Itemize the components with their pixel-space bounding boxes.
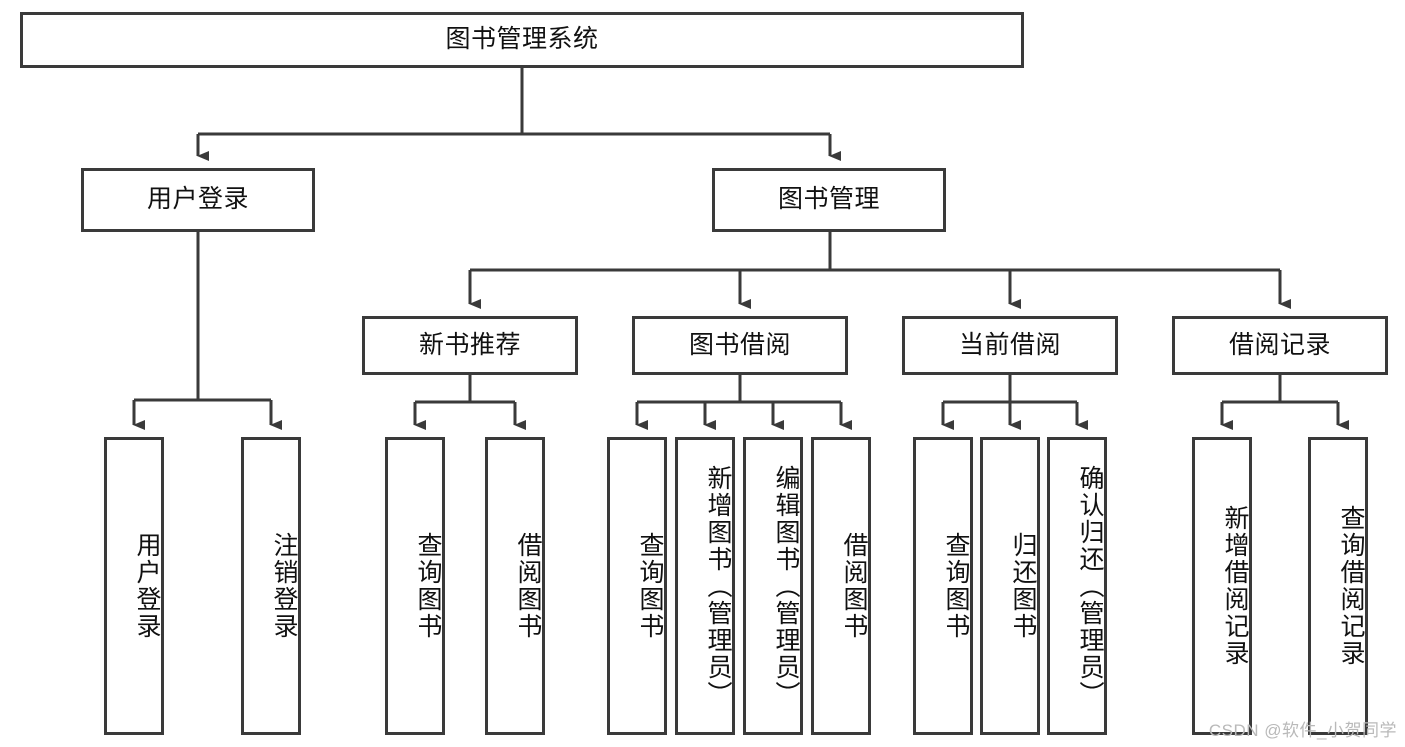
node-leaf-confirm-return-label: 确认归还（管理员）: [1076, 464, 1104, 708]
node-user-login-label: 用户登录: [146, 185, 249, 214]
node-leaf-confirm-return[interactable]: 确认归还（管理员）: [1047, 437, 1107, 735]
node-book-borrow[interactable]: 图书借阅: [632, 316, 848, 375]
node-leaf-edit-book-label: 编辑图书（管理员）: [772, 464, 800, 708]
node-leaf-query-book-3[interactable]: 查询图书: [913, 437, 973, 735]
node-book-borrow-label: 图书借阅: [688, 330, 791, 359]
node-leaf-add-book[interactable]: 新增图书（管理员）: [675, 437, 735, 735]
node-leaf-user-login-label: 用户登录: [133, 532, 161, 640]
node-leaf-query-book-2-label: 查询图书: [636, 532, 664, 640]
node-leaf-add-record[interactable]: 新增借阅记录: [1192, 437, 1252, 735]
node-leaf-add-record-label: 新增借阅记录: [1221, 505, 1249, 667]
node-leaf-logout[interactable]: 注销登录: [241, 437, 301, 735]
node-leaf-borrow-book-1-label: 借阅图书: [514, 532, 542, 640]
node-leaf-query-book-3-label: 查询图书: [942, 532, 970, 640]
node-leaf-borrow-book-2-label: 借阅图书: [840, 532, 868, 640]
node-leaf-user-login[interactable]: 用户登录: [104, 437, 164, 735]
node-new-book-recommend-label: 新书推荐: [418, 330, 521, 359]
node-leaf-borrow-book-2[interactable]: 借阅图书: [811, 437, 871, 735]
node-leaf-borrow-book-1[interactable]: 借阅图书: [485, 437, 545, 735]
node-leaf-add-book-label: 新增图书（管理员）: [704, 464, 732, 708]
node-borrow-record[interactable]: 借阅记录: [1172, 316, 1388, 375]
node-leaf-query-book-1[interactable]: 查询图书: [385, 437, 445, 735]
node-root-label: 图书管理系统: [445, 25, 599, 54]
node-leaf-query-book-2[interactable]: 查询图书: [607, 437, 667, 735]
node-root[interactable]: 图书管理系统: [20, 12, 1024, 68]
node-current-borrow[interactable]: 当前借阅: [902, 316, 1118, 375]
node-book-manage-label: 图书管理: [777, 185, 880, 214]
node-leaf-edit-book[interactable]: 编辑图书（管理员）: [743, 437, 803, 735]
csdn-watermark: CSDN @软件_小贺同学: [1208, 721, 1397, 740]
node-leaf-query-book-1-label: 查询图书: [414, 532, 442, 640]
node-leaf-logout-label: 注销登录: [270, 532, 298, 640]
node-book-manage[interactable]: 图书管理: [712, 168, 946, 232]
node-leaf-return-book[interactable]: 归还图书: [980, 437, 1040, 735]
node-leaf-query-record[interactable]: 查询借阅记录: [1308, 437, 1368, 735]
node-borrow-record-label: 借阅记录: [1228, 330, 1331, 359]
node-current-borrow-label: 当前借阅: [958, 330, 1061, 359]
node-user-login[interactable]: 用户登录: [81, 168, 315, 232]
node-new-book-recommend[interactable]: 新书推荐: [362, 316, 578, 375]
node-leaf-query-record-label: 查询借阅记录: [1337, 505, 1365, 667]
node-leaf-return-book-label: 归还图书: [1009, 532, 1037, 640]
